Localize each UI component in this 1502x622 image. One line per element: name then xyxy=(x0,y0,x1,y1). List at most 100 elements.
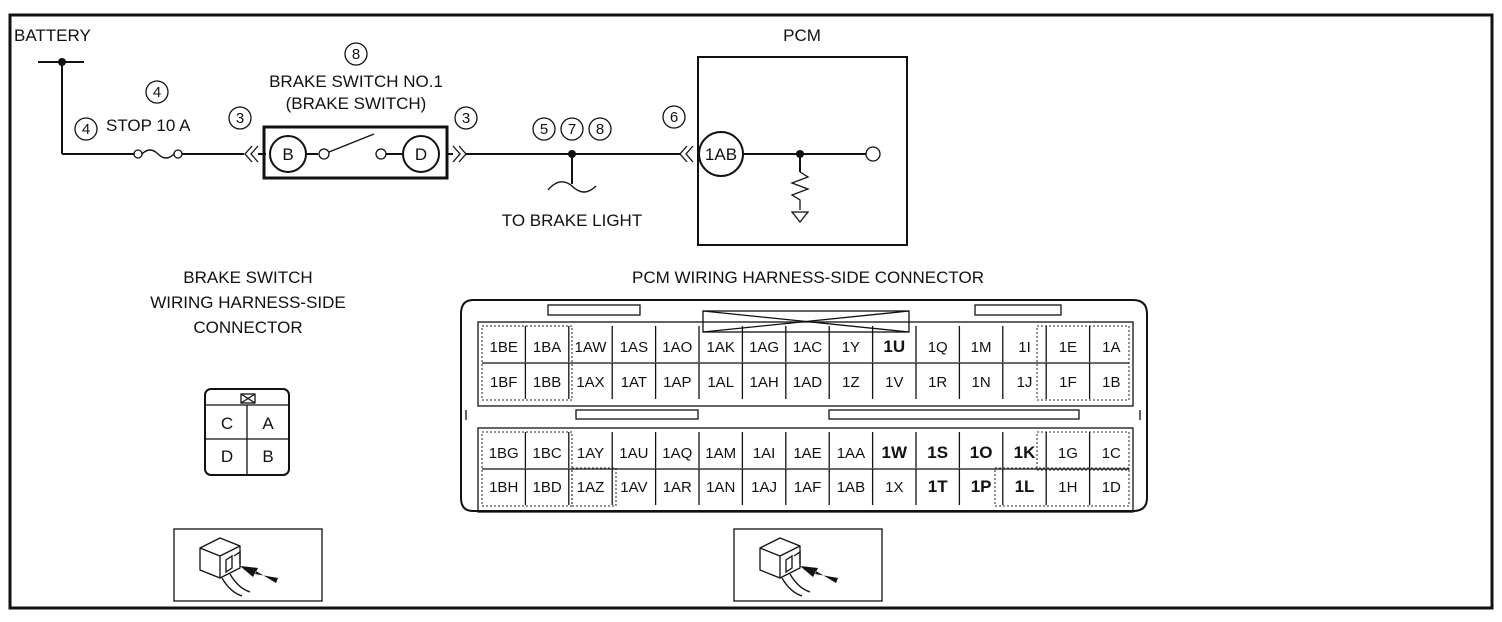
pcm-pin-1ad: 1AD xyxy=(793,374,822,391)
switch-contact xyxy=(328,133,375,153)
pcm-pin-1al: 1AL xyxy=(707,374,734,391)
pcm-pin-1g: 1G xyxy=(1058,445,1078,462)
callout-fuse-left xyxy=(74,117,98,141)
pcm-pin-1bc: 1BC xyxy=(533,445,562,462)
pcm-pin-1ai: 1AI xyxy=(753,445,776,462)
pcm-pin-1ba: 1BA xyxy=(533,339,561,356)
pcm-pin-1bd: 1BD xyxy=(533,479,562,496)
pcm-pin-1m: 1M xyxy=(971,339,992,356)
bs-pin-b: B xyxy=(262,447,273,466)
connector-view-icon xyxy=(733,528,883,602)
pcm-pin-1n: 1N xyxy=(972,374,991,391)
brake-light-label: TO BRAKE LIGHT xyxy=(502,211,642,230)
keying-hatch xyxy=(481,325,1130,507)
pcm-pin-1e: 1E xyxy=(1059,339,1077,356)
pcm-pin-1ap: 1AP xyxy=(663,374,691,391)
callout-junction-c-text: 8 xyxy=(596,121,604,138)
pcm-pin-1aq: 1AQ xyxy=(662,445,692,462)
pcm-pin-1s: 1S xyxy=(927,443,948,462)
switch-terminal-d-text: D xyxy=(415,145,427,164)
pcm-pin-1ak: 1AK xyxy=(707,339,735,356)
bs-pin-a: A xyxy=(262,414,274,433)
bs-pin-c: C xyxy=(221,414,233,433)
bs-connector-title-line3: CONNECTOR xyxy=(193,318,302,337)
pcm-pin-1bb: 1BB xyxy=(533,374,561,391)
callout-fuse-left-text: 4 xyxy=(82,121,90,138)
callout-pcm-conn-text: 6 xyxy=(670,109,678,126)
bs-pin-d: D xyxy=(221,447,233,466)
callout-junction-b-text: 7 xyxy=(568,121,576,138)
pcm-pin-1bg: 1BG xyxy=(489,445,519,462)
pcm-connector-housing xyxy=(460,299,1148,513)
pcm-pin-1ag: 1AG xyxy=(749,339,779,356)
callout-conn-left-text: 3 xyxy=(236,110,244,127)
callout-fuse-upper-text: 4 xyxy=(153,84,161,101)
connector-mark-right xyxy=(447,145,680,163)
pcm-pin-1f: 1F xyxy=(1059,374,1077,391)
pcm-pin-1ah: 1AH xyxy=(750,374,779,391)
pcm-internal-terminal xyxy=(865,146,881,162)
pcm-pin-1c: 1C xyxy=(1102,445,1121,462)
pcm-pin-1k: 1K xyxy=(1014,443,1036,462)
pcm-pin-1ax: 1AX xyxy=(576,374,604,391)
pcm-pin-1q: 1Q xyxy=(928,339,948,356)
callout-conn-right-text: 3 xyxy=(462,110,470,127)
switch-title-line1: BRAKE SWITCH NO.1 xyxy=(269,72,443,91)
brake-light-wire-end xyxy=(547,181,597,193)
connector-mark-pcm xyxy=(679,145,694,163)
lock-tab-icon xyxy=(240,393,256,404)
connector-view-icon xyxy=(173,528,323,602)
battery-label: BATTERY xyxy=(14,26,91,45)
pcm-pin-1x: 1X xyxy=(885,479,903,496)
pcm-pin-1i: 1I xyxy=(1018,339,1031,356)
pcm-connector-title: PCM WIRING HARNESS-SIDE CONNECTOR xyxy=(632,268,984,287)
fuse-label: STOP 10 A xyxy=(106,116,191,135)
callout-junction-b xyxy=(560,117,584,141)
bs-connector-face xyxy=(204,388,290,476)
fuse-symbol xyxy=(133,149,244,159)
pcm-terminal-1ab-text: 1AB xyxy=(705,145,737,164)
callout-junction-a-text: 5 xyxy=(540,121,548,138)
pcm-resistor xyxy=(790,171,810,210)
switch-title-line2: (BRAKE SWITCH) xyxy=(286,94,427,113)
pcm-pin-1ao: 1AO xyxy=(662,339,692,356)
pcm-pin-1r: 1R xyxy=(928,374,947,391)
pcm-pin-1j: 1J xyxy=(1017,374,1033,391)
pcm-pin-1am: 1AM xyxy=(705,445,736,462)
pcm-pin-1an: 1AN xyxy=(706,479,735,496)
callout-switch-top-text: 8 xyxy=(352,46,360,63)
bs-connector-title-line1: BRAKE SWITCH xyxy=(183,268,312,287)
pcm-pin-1az: 1AZ xyxy=(577,479,605,496)
pcm-pin-1w: 1W xyxy=(882,443,908,462)
callout-conn-left xyxy=(228,106,252,130)
callout-switch-top xyxy=(344,42,368,66)
pcm-pin-1aa: 1AA xyxy=(837,445,865,462)
pcm-pin-1a: 1A xyxy=(1102,339,1120,356)
pcm-label: PCM xyxy=(783,26,821,45)
callout-fuse-upper xyxy=(145,80,169,104)
callout-conn-right xyxy=(454,106,478,130)
brake-switch-box xyxy=(262,125,449,180)
pcm-pin-1d: 1D xyxy=(1102,479,1121,496)
callout-junction-a xyxy=(532,117,556,141)
pcm-pin-1o: 1O xyxy=(970,443,993,462)
pcm-pin-1aj: 1AJ xyxy=(751,479,777,496)
pcm-pin-1aw: 1AW xyxy=(575,339,608,356)
pcm-box xyxy=(697,56,908,246)
pcm-pin-1p: 1P xyxy=(971,477,992,496)
pcm-pin-1b: 1B xyxy=(1102,374,1120,391)
switch-terminal-d xyxy=(402,135,440,173)
pcm-pin-1af: 1AF xyxy=(794,479,822,496)
pcm-pin-1ar: 1AR xyxy=(663,479,692,496)
diagram-frame xyxy=(8,13,1494,610)
pcm-pin-1z: 1Z xyxy=(842,374,860,391)
pcm-pin-1h: 1H xyxy=(1058,479,1077,496)
bs-connector-title-line2: WIRING HARNESS-SIDE xyxy=(150,293,346,312)
ground-icon xyxy=(790,211,810,224)
pcm-pin-1u: 1U xyxy=(883,337,905,356)
pcm-pin-1ab: 1AB xyxy=(837,479,865,496)
pcm-pin-1l: 1L xyxy=(1015,477,1035,496)
